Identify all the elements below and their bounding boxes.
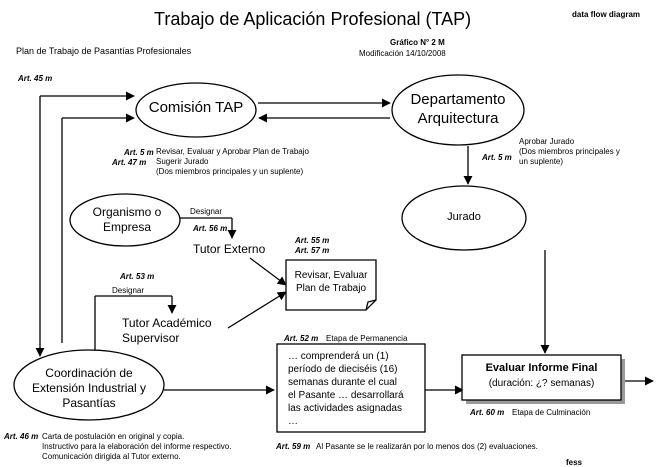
permanencia-line-3: semanas durante el cual [288,377,397,388]
comision-tap-node-shape [135,82,257,138]
tutor-academico-label-line-1: Tutor Académico [122,316,212,330]
aprobar-note-line-2: (Dos miembros principales y [519,147,620,156]
permanencia-box-shape [276,343,426,433]
art56-label: Art. 56 m [193,224,228,233]
revisar-note-line-3: (Dos miembros principales y un suplente) [156,167,304,176]
tutor-academico-label-line-2: Supervisor [122,331,180,345]
organismo-label-line-2: Empresa [102,220,152,234]
departamento-node-shape [391,74,525,146]
coordinacion-label-line-1: Coordinación de [45,366,133,380]
designar-organismo-label: Designar [190,207,223,216]
departamento-label-line-1: Departamento [410,91,506,108]
art52-label: Art. 52 m [284,334,319,343]
art55-label: Art. 55 m [295,236,330,245]
grafico-label: Gráfico N° 2 M [390,38,445,47]
tutor-externo-label: Tutor Externo [193,242,266,256]
jurado-label: Jurado [447,211,481,223]
evaluar-subtitle: (duración: ¿? semanas) [488,378,595,389]
organismo-node-shape [69,193,181,247]
art57-label: Art. 57 m [295,246,330,255]
diagram-type-label: data flow diagram [572,10,641,19]
revisar-doc-line-1: Revisar, Evaluar [294,270,368,281]
art53-label: Art. 53 m [120,272,155,281]
art46-label: Art. 46 m [4,432,39,441]
revisar-document-shape [285,259,377,311]
etapa-permanencia-label: Etapa de Permanencia [326,334,408,343]
permanencia-line-4: el Pasante … desarrollará [288,390,404,401]
diagram-subtitle: Plan de Trabajo de Pasantías Profesional… [16,46,192,56]
comision-tap-label: Comisión TAP [148,99,244,116]
art59-label: Art. 59 m [276,442,311,451]
departamento-label-line-2: Arquitectura [417,110,499,127]
evaluaciones-note: Al Pasante se le realizarán por lo menos… [316,442,538,451]
art45-label: Art. 45 m [18,74,53,83]
permanencia-line-5: las actividades asignadas [288,403,402,414]
aprobar-note-line-1: Aprobar Jurado [519,137,575,146]
designar-coordinacion-label: Designar [112,286,145,295]
art60-label: Art. 60 m [470,408,505,417]
carta-note-line-2: Instructivo para la elaboración del info… [42,442,232,451]
aprobar-note-line-3: un suplente) [519,157,564,166]
organismo-label-line-1: Organismo o [92,205,162,219]
art5b-label: Art. 5 m [482,153,512,162]
revisar-note-line-2: Sugerir Jurado [156,157,209,166]
carta-note-line-3: Comunicación dirigida al Tutor externo. [42,452,181,461]
diagram-title: Trabajo de Aplicación Profesional (TAP) [154,9,472,29]
evaluar-title: Evaluar Informe Final [485,362,598,374]
revisar-doc-line-2: Plan de Trabajo [295,283,367,294]
art5a-label: Art. 5 m [124,148,154,157]
signature-label: fess [566,458,583,467]
etapa-culminacion-label: Etapa de Culminación [512,408,591,417]
coordinacion-label-line-2: Extensión Industrial y [31,381,147,395]
revisar-note-line-1: Revisar, Evaluar y Aprobar Plan de Traba… [156,147,309,156]
jurado-node-shape [401,185,527,251]
carta-note-line-1: Carta de postulación en original y copia… [42,432,185,441]
coordinacion-label-line-3: Pasantías [62,396,116,410]
modificacion-label: Modificación 14/10/2008 [359,49,446,58]
evaluar-box-shape [461,354,622,401]
permanencia-line-1: … comprenderá un (1) [288,351,389,362]
permanencia-line-2: período de dieciséis (16) [288,364,398,375]
permanencia-line-6: … [288,416,298,427]
coordinacion-node-shape [13,349,165,421]
art47-label: Art. 47 m [112,158,147,167]
